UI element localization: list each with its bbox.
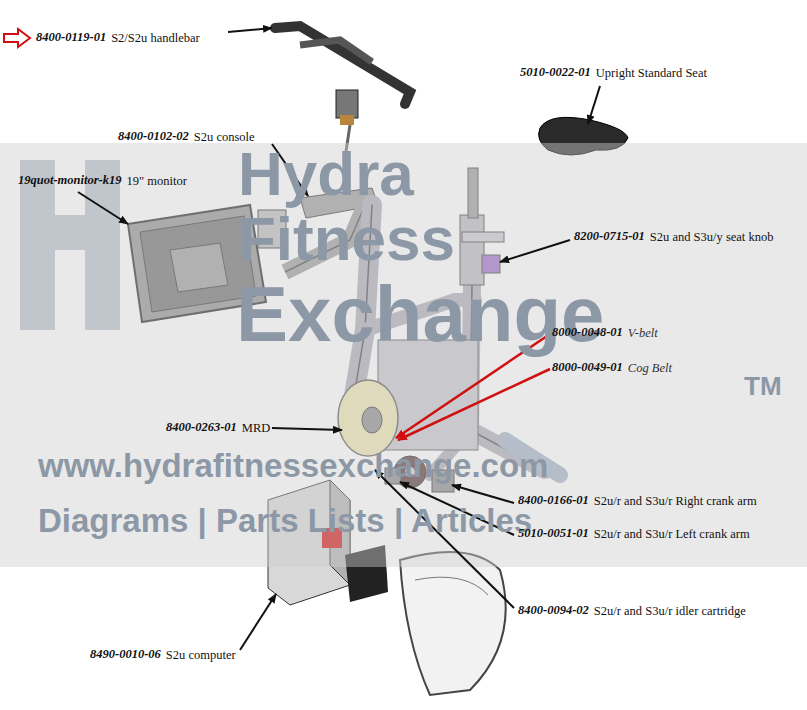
- part-number: 8400-0094-02: [518, 604, 589, 618]
- part-name: 19" monitor: [127, 175, 187, 189]
- part-name: Cog Belt: [628, 362, 672, 376]
- part-name: S2u console: [194, 131, 255, 145]
- part-number: 8400-0166-01: [518, 494, 589, 508]
- part-number: 5010-0022-01: [520, 66, 591, 80]
- part-name: V-belt: [628, 327, 658, 341]
- watermark-mark: TM: [744, 372, 782, 401]
- watermark-word: Exchange: [236, 272, 604, 358]
- watermark-url: www.hydrafitnessexchange.com: [38, 448, 548, 484]
- part-name: MRD: [242, 422, 270, 436]
- watermark-band: [0, 143, 807, 567]
- part-name: S2/S2u handlebar: [111, 32, 200, 46]
- part-number: 8000-0049-01: [552, 361, 623, 375]
- part-name: S2u/r and S3u/r Right crank arm: [594, 495, 757, 509]
- handlebar: [275, 26, 410, 158]
- part-number: 8400-0119-01: [36, 31, 106, 45]
- part-number: 19quot-monitor-k19: [18, 174, 122, 188]
- part-name: S2u/r and S3u/r idler cartridge: [594, 605, 746, 619]
- red-pointer: [4, 29, 30, 47]
- part-name: S2u and S3u/y seat knob: [650, 231, 774, 245]
- part-number: 8400-0102-02: [118, 130, 189, 144]
- part-number: 8000-0048-01: [552, 326, 623, 340]
- part-name: S2u/r and S3u/r Left crank arm: [594, 528, 750, 542]
- part-number: 5010-0051-01: [518, 527, 589, 541]
- watermark-word: Fitness: [238, 205, 455, 273]
- part-name: Upright Standard Seat: [596, 67, 707, 81]
- watermark-tagline: Diagrams | Parts Lists | Articles: [38, 503, 532, 539]
- part-number: 8400-0263-01: [166, 421, 237, 435]
- part-number: 8200-0715-01: [574, 230, 645, 244]
- part-name: S2u computer: [166, 649, 236, 663]
- watermark-word: Hydra: [238, 140, 414, 208]
- shroud: [400, 552, 506, 695]
- part-number: 8490-0010-06: [90, 648, 161, 662]
